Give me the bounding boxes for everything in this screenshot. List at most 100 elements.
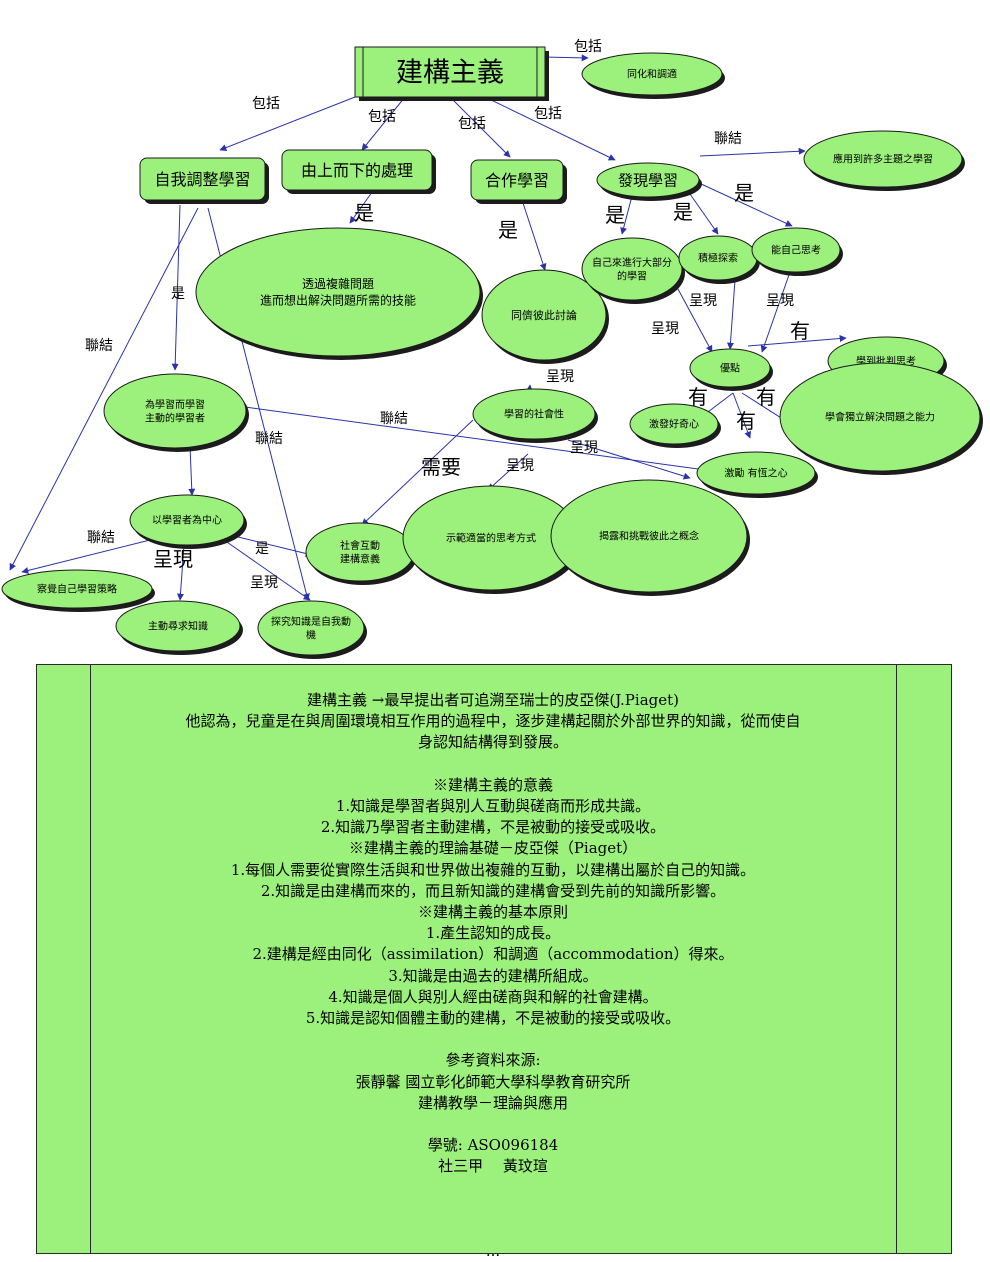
node-ellipse: [257, 600, 365, 656]
link-label: 有: [736, 409, 756, 433]
link-label: 呈現: [570, 440, 598, 456]
notes-line: [92, 1220, 894, 1241]
link-label: 呈現: [506, 458, 534, 474]
notes-line: 2.知識乃學習者主動建構，不是被動的接受或吸收。: [320, 818, 666, 837]
link-label: 有: [688, 385, 708, 409]
notes-text: 建構主義 →最早提出者可追溯至瑞士的皮亞傑(J.Piaget)他認為，兒童是在與…: [92, 690, 894, 1262]
node-box: [281, 149, 433, 191]
link-arrow: [732, 392, 752, 439]
node-label: 揭露和挑戰彼此之概念: [599, 530, 699, 543]
node-label: 探究知識是自我動機: [271, 615, 351, 642]
notes-line: 1.知識是學習者與別人互動與磋商而形成共識。: [335, 797, 651, 815]
link-arrow: [229, 534, 313, 557]
notes-line: 建構主義 →最早提出者可追溯至瑞士的皮亞傑(J.Piaget): [307, 691, 679, 709]
link-label: 呈現: [153, 547, 193, 571]
node-topdown: 由上而下的處理: [281, 149, 436, 194]
node-ellipse: [779, 362, 981, 472]
node-label: 主動尋求知識: [148, 620, 208, 633]
node-label: 能自己思考: [771, 244, 821, 257]
notes-right-rule: [896, 664, 897, 1254]
node-active-learner: 為學習而學習主動的學習者: [103, 373, 249, 452]
node-ellipse: [115, 600, 241, 652]
node-ellipse: [689, 348, 771, 388]
node-ellipse: [803, 130, 963, 188]
link-arrow: [361, 96, 406, 151]
node-label: 同化和調適: [627, 68, 677, 81]
node-most: 自己來進行大部分的學習: [581, 237, 685, 304]
link-label: 聯結: [85, 338, 113, 354]
link-label: 呈現: [651, 321, 679, 337]
node-active-explore: 積極探索: [678, 235, 760, 284]
link-arrow: [699, 147, 806, 157]
node-solve: 學會獨立解決問題之能力: [779, 362, 983, 475]
notes-line: ...: [485, 1242, 501, 1261]
link-arrow: [176, 544, 185, 601]
link-arrow: [698, 182, 793, 227]
notes-left-rule: [90, 664, 91, 1254]
node-label: 由上而下的處理: [301, 161, 413, 180]
link-label: 呈現: [546, 369, 574, 385]
link-label: 有: [790, 319, 810, 343]
node-label: 發現學習: [618, 171, 678, 189]
node-ellipse: [581, 237, 683, 301]
notes-line: ※建構主義的理論基礎－皮亞傑（Piaget）: [348, 839, 638, 858]
link-arrow: [9, 207, 199, 571]
node-box: [354, 46, 546, 98]
notes-line: 2.建構是經由同化（assimilation）和調適（accommodation…: [252, 945, 734, 964]
node-complex: 透過複雜問題進而想出解決問題所需的技能: [195, 227, 483, 360]
node-model: 示範適當的思考方式: [402, 485, 582, 594]
node-label: 自我調整學習: [154, 170, 250, 189]
link-arrow: [449, 96, 511, 158]
link-label: 包括: [574, 39, 602, 55]
notes-line: 學號: ASO096184: [427, 1136, 559, 1155]
node-label: 同儕彼此討論: [511, 308, 577, 322]
node-box-inner: [362, 46, 538, 98]
link-label: 是: [498, 218, 518, 242]
node-label: 察覺自己學習策略: [37, 583, 117, 596]
node-ellipse: [596, 162, 700, 198]
link-label: 有: [756, 385, 776, 409]
node-ellipse: [472, 388, 596, 440]
node-ellipse: [751, 227, 841, 273]
node-ellipse: [481, 269, 607, 361]
link-arrow: [567, 439, 691, 480]
node-label: 應用到許多主題之學習: [833, 153, 933, 166]
link-arrow: [521, 199, 547, 271]
link-label: 包括: [368, 109, 396, 125]
link-label: 是: [673, 200, 693, 224]
node-label: 積極探索: [698, 252, 738, 265]
node-apply: 應用到許多主題之學習: [803, 130, 965, 191]
link-arrow: [747, 335, 847, 347]
link-label: 聯結: [380, 411, 408, 427]
node-label: 為學習而學習主動的學習者: [145, 398, 205, 425]
node-label: 學會獨立解決問題之能力: [825, 411, 935, 424]
link-label: 包括: [252, 96, 280, 112]
notes-line: [92, 1114, 894, 1135]
node-explore-motive: 探究知識是自我動機: [257, 600, 367, 659]
node-label: 自己來進行大部分的學習: [592, 256, 672, 283]
node-ellipse: [629, 403, 719, 445]
node-label: 建構主義: [396, 58, 504, 89]
node-root: 建構主義: [354, 46, 549, 101]
node-curious: 激發好奇心: [629, 403, 721, 448]
node-label: 透過複雜問題進而想出解決問題所需的技能: [260, 276, 416, 307]
link-label: 是: [354, 201, 374, 225]
notes-line: 2.知識是由建構而來的，而且新知識的建構會受到先前的知識所影響。: [260, 881, 726, 900]
node-discovery: 發現學習: [596, 162, 702, 201]
notes-line: [92, 1029, 894, 1050]
link-label: 是: [734, 181, 754, 205]
node-ellipse: [696, 451, 816, 495]
link-label: 聯結: [714, 131, 742, 147]
notes-panel: [36, 664, 952, 1254]
link-arrow: [542, 54, 589, 62]
notes-line: 身認知結構得到發展。: [417, 733, 568, 752]
link-arrow: [484, 96, 616, 161]
node-learner-center: 以學習者為中心: [129, 494, 247, 549]
node-think: 能自己思考: [751, 227, 843, 276]
link-arrow: [620, 195, 633, 235]
link-label: 呈現: [766, 293, 794, 309]
link-arrow: [188, 445, 196, 496]
link-label: 呈現: [689, 293, 717, 309]
node-persist: 激勵 有恆之心: [696, 451, 818, 498]
node-label: 激發好奇心: [649, 418, 699, 431]
